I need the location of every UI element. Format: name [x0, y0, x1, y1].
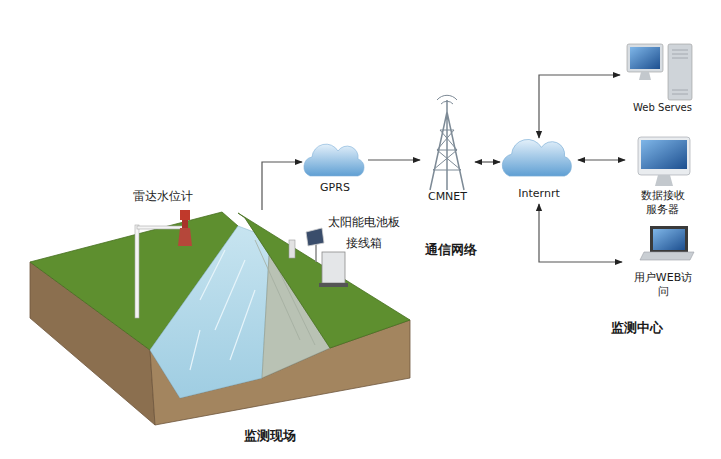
laptop-lid: [650, 226, 688, 252]
imac-screen: [641, 140, 687, 169]
computer-node: Web Serves: [620, 40, 705, 118]
node-text: 用户WEB访 问: [630, 271, 696, 299]
radar-gauge: [135, 210, 192, 318]
web-server-symbol: [627, 44, 692, 100]
box-base: [319, 283, 348, 287]
imac-stand: [655, 175, 673, 186]
signal-arcs: [437, 95, 457, 104]
connector-arrow: [539, 75, 620, 138]
node-text: GPRS: [320, 181, 350, 195]
tower-node: CMNET: [420, 95, 475, 207]
laptop-base: [640, 252, 694, 260]
connector-arrow: [262, 162, 302, 210]
tower-braces: [433, 130, 461, 170]
cloud-node: Internrt: [500, 138, 578, 204]
tower-symbol: [430, 95, 464, 190]
cloud-symbol: [304, 144, 364, 176]
computer-node: 用户WEB访 问: [622, 222, 704, 302]
node-text: 数据接收 服务器: [637, 189, 689, 217]
gauge-cap: [180, 210, 190, 220]
node-text: Web Serves: [633, 101, 692, 115]
monitor-stand: [639, 72, 651, 80]
water-ripple: [190, 250, 255, 370]
terrain: [30, 212, 410, 425]
solar-panel-symbol: [306, 228, 324, 246]
post-symbol: [289, 240, 295, 258]
part-label: 太阳能电池板: [328, 215, 400, 230]
laptop-symbol: [640, 226, 694, 260]
node-text: Internrt: [518, 187, 559, 201]
gauge-arm: [137, 226, 187, 229]
monitor-screen: [630, 47, 660, 69]
river-water: [150, 226, 270, 398]
solar-box: [306, 228, 348, 287]
connector-arrow: [368, 159, 420, 160]
part-label: 接线箱: [346, 236, 382, 251]
computer-node: 数据接收 服务器: [625, 135, 700, 220]
gauge-body: [182, 220, 188, 228]
right-bank-grass: [238, 213, 410, 348]
panel-post: [315, 244, 317, 262]
node-text: 监测现场: [244, 429, 296, 443]
imac-frame: [638, 137, 690, 175]
section-label: 监测中心: [611, 320, 663, 335]
monitor-frame: [627, 44, 663, 72]
cloud-symbol: [502, 139, 571, 176]
part-label: 雷达水位计: [133, 189, 193, 204]
junction-box-symbol: [322, 252, 345, 283]
data-server-symbol: [638, 137, 690, 186]
gauge-horn: [178, 228, 192, 246]
laptop-screen: [653, 229, 685, 250]
section-label: 通信网络: [425, 242, 477, 257]
cloud-node: GPRS: [302, 140, 368, 198]
connector-arrow: [578, 159, 625, 160]
connector-arrow: [475, 161, 500, 162]
case-grill: [672, 50, 688, 94]
tower-legs: [430, 112, 464, 190]
gauge-pole: [135, 225, 139, 318]
server-case: [668, 44, 692, 100]
connector-arrow: [539, 204, 622, 262]
node-text: CMNET: [428, 190, 467, 204]
